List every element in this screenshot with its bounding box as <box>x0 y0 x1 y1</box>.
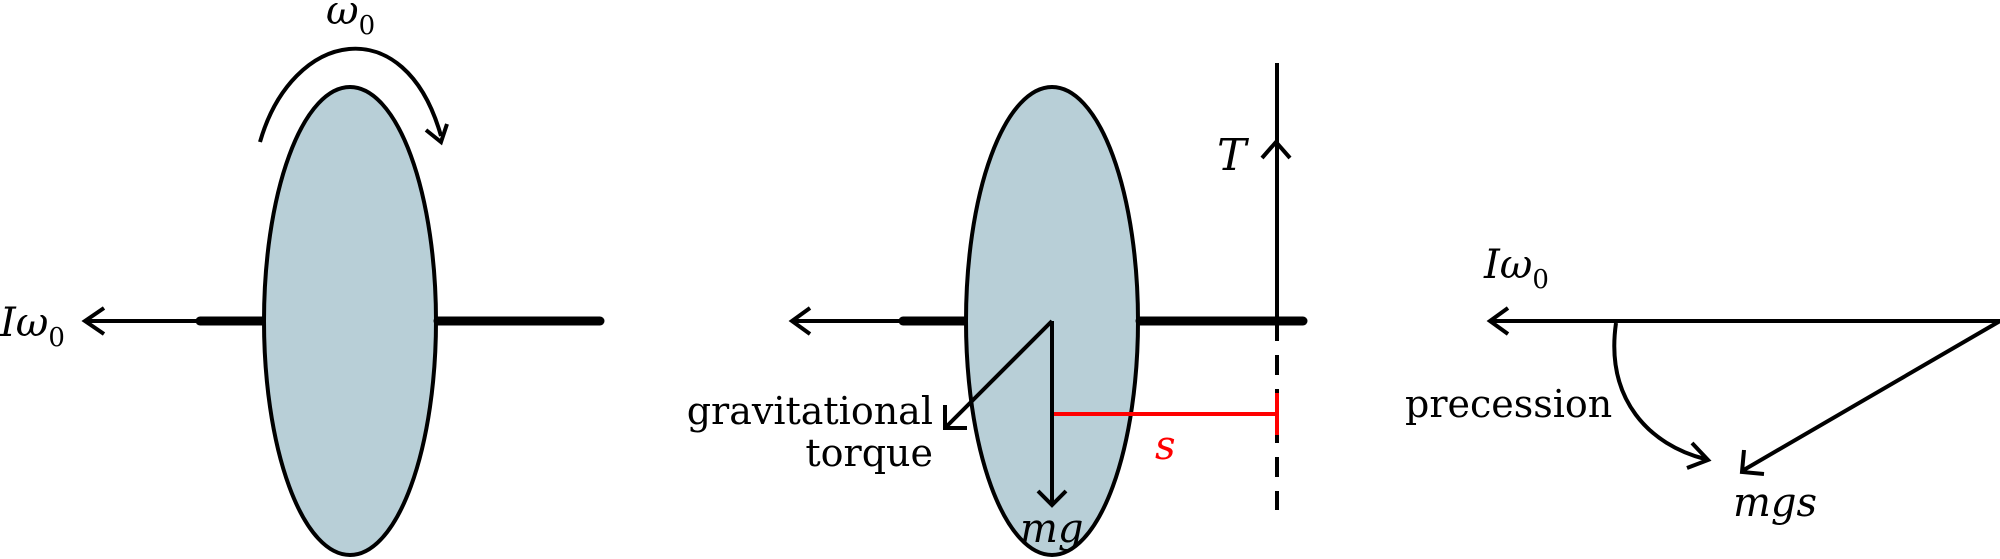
mgs-label: mgs <box>1733 480 1817 526</box>
omega-zero-label: ω0 <box>326 0 375 41</box>
torque-vector-arrowhead <box>1739 449 1765 476</box>
angular-momentum-arrowhead-2 <box>788 306 812 336</box>
precession-arrowhead <box>1686 441 1712 470</box>
panel-vector-triangle: Iω0 precession mgs <box>1405 242 2000 526</box>
panel-forces: T s mg gravitational torque <box>687 63 1308 557</box>
torque-vector <box>1740 319 2000 473</box>
tension-label: T <box>1217 130 1250 181</box>
precession-arrow <box>1612 322 1706 461</box>
angular-momentum-vector-arrowhead <box>1486 306 1510 336</box>
panel-spinning-disk: ω0 Iω0 <box>0 0 605 557</box>
precession-label: precession <box>1405 382 1612 426</box>
spin-arrow <box>258 46 443 143</box>
angular-momentum-arrowhead <box>81 306 106 336</box>
gravitational-torque-arrowhead <box>943 405 967 430</box>
torque-label-line2: torque <box>805 431 933 475</box>
i-omega-zero-label-left: Iω0 <box>0 300 65 353</box>
tension-arrowhead <box>1260 138 1292 160</box>
weight-label: mg <box>1020 506 1084 552</box>
lever-arm-label: s <box>1155 423 1176 469</box>
weight-arrowhead <box>1036 489 1068 508</box>
torque-label-line1: gravitational <box>687 389 933 433</box>
gravitational-torque-arrow <box>944 319 1054 429</box>
i-omega-zero-label-right: Iω0 <box>1483 242 1549 295</box>
disk <box>262 85 438 557</box>
spin-arrowhead <box>424 123 449 146</box>
